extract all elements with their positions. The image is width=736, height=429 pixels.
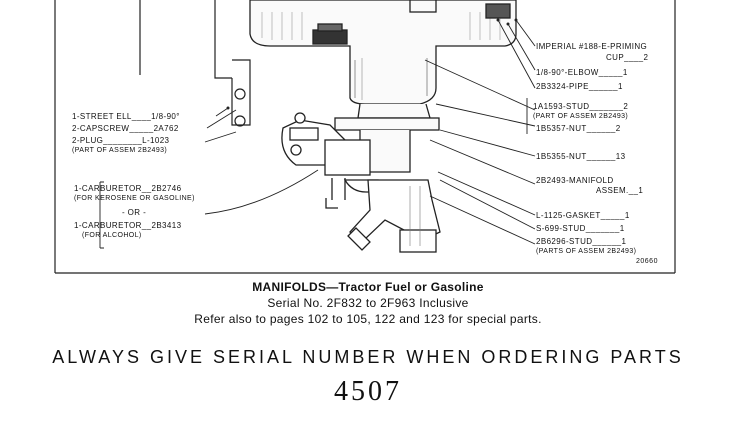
caption-refer: Refer also to pages 102 to 105, 122 and … — [194, 312, 542, 326]
label-plug-note: (PART OF ASSEM 2B2493) — [72, 147, 168, 154]
label-stud-s: S-699-STUD_______1 — [536, 224, 625, 233]
label-elbow: 1/8-90°-ELBOW_____1 — [536, 68, 628, 77]
label-stud-a-note: (PART OF ASSEM 2B2493) — [533, 113, 629, 120]
label-carb-alc: 1-CARBURETOR__2B3413 — [74, 221, 182, 230]
caption-serial: Serial No. 2F832 to 2F963 Inclusive — [267, 296, 469, 310]
label-nut-b: 1B5355-NUT______13 — [536, 152, 626, 161]
label-manifold-2: ASSEM.__1 — [596, 186, 644, 195]
label-nut-a: 1B5357-NUT______2 — [536, 124, 621, 133]
drawing-number: 20660 — [636, 258, 658, 265]
leader-lines — [99, 19, 536, 249]
label-carb-kero: 1-CARBURETOR__2B2746 — [74, 184, 182, 193]
caption-title: MANIFOLDS—Tractor Fuel or Gasoline — [252, 280, 484, 294]
label-priming-cup-1: IMPERIAL #188-E-PRIMING — [536, 42, 648, 51]
label-manifold-1: 2B2493-MANIFOLD — [536, 176, 614, 185]
label-priming-cup-2: CUP____2 — [606, 53, 649, 62]
label-capscrew: 2-CAPSCREW_____2A762 — [72, 124, 179, 133]
label-or: - OR - — [122, 208, 147, 217]
label-street-ell: 1-STREET ELL____1/8-90° — [72, 112, 180, 121]
label-stud-b: 2B6296-STUD______1 — [536, 237, 627, 246]
label-carb-kero-note: (FOR KEROSENE OR GASOLINE) — [74, 195, 195, 202]
carburetor — [281, 112, 379, 209]
arrowheads — [226, 18, 518, 110]
page-number: 4507 — [334, 376, 402, 407]
label-stud-b-note: (PARTS OF ASSEM 2B2493) — [536, 248, 637, 255]
caption-always: ALWAYS GIVE SERIAL NUMBER WHEN ORDERING … — [52, 347, 684, 367]
label-stud-a: 1A1593-STUD_______2 — [533, 102, 629, 111]
label-carb-alc-note: (FOR ALCOHOL) — [82, 232, 142, 239]
diagram-frame — [54, 0, 676, 274]
manifold-assembly — [249, 0, 517, 173]
engine-block — [139, 0, 251, 127]
exhaust-elbow — [347, 179, 441, 253]
label-plug: 2-PLUG________L-1023 — [72, 136, 170, 145]
label-gasket: L-1125-GASKET_____1 — [536, 211, 630, 220]
label-pipe: 2B3324-PIPE______1 — [536, 82, 623, 91]
